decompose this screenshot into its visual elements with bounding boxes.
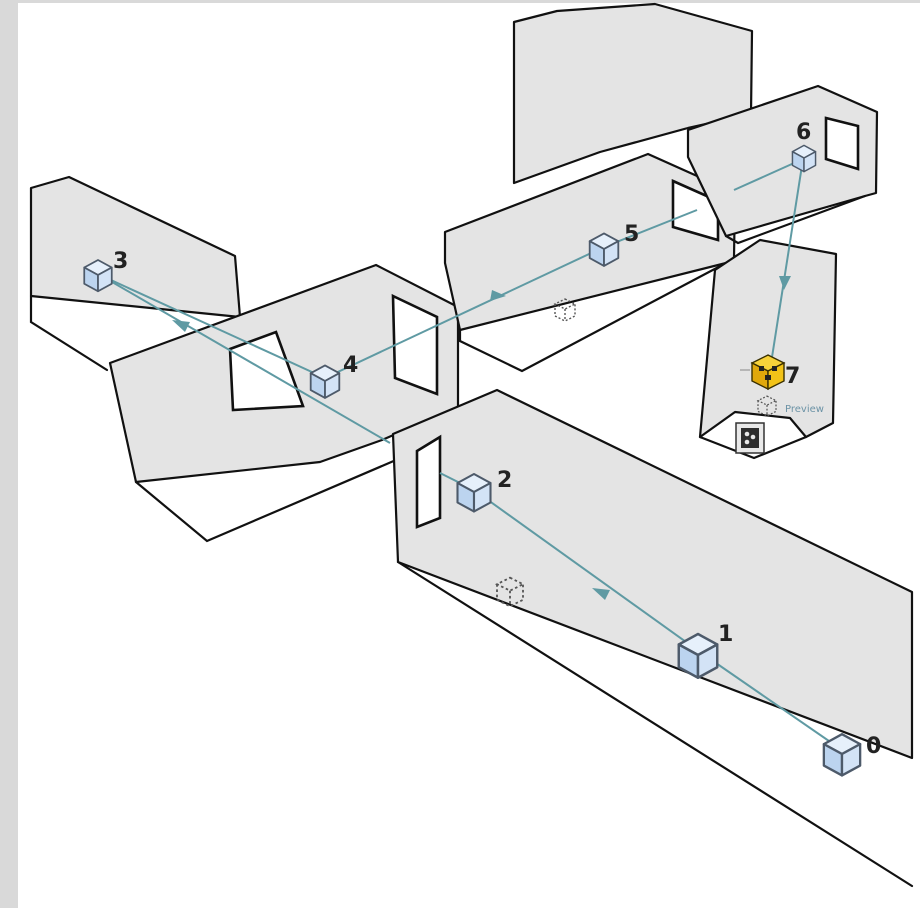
waypoint-label-6: 6 — [796, 120, 811, 145]
room-d-doorway — [824, 116, 860, 171]
room-a-floor-edge — [29, 294, 109, 372]
room-a — [29, 175, 242, 372]
room-c-floor-edge — [458, 261, 728, 373]
viewport-frame-top — [0, 0, 920, 3]
room-c — [443, 152, 737, 373]
path-4-5 — [324, 246, 605, 379]
direction-arrow-1-2 — [592, 588, 610, 600]
path-3-4 — [99, 274, 326, 379]
room-f-wall — [391, 388, 914, 760]
waypoint-label-2: 2 — [497, 468, 512, 493]
waypoint-cube-1 — [677, 632, 719, 679]
path-0-1 — [699, 651, 843, 751]
waypoint-label-5: 5 — [624, 222, 639, 247]
waypoint-cube-6 — [791, 144, 817, 173]
path-6-7 — [769, 158, 804, 371]
direction-arrow-6-7 — [779, 276, 791, 290]
waypoint-cube-3 — [83, 259, 113, 293]
waypoint-label-3: 3 — [113, 249, 128, 274]
room-e — [698, 238, 838, 460]
viewport-frame-left — [0, 0, 18, 908]
waypoint-label-4: 4 — [343, 353, 358, 378]
room-d — [686, 84, 879, 245]
waypoint-cube-7-active[interactable] — [740, 354, 786, 391]
room-b-doorway-right — [391, 293, 439, 396]
direction-arrow-2-3 — [172, 320, 190, 332]
room-f — [391, 388, 914, 888]
waypoint-label-1: 1 — [718, 622, 733, 647]
waypoint-cube-4 — [309, 364, 341, 399]
room-d-floor-edge — [724, 194, 867, 245]
room-b-floor-edge — [134, 458, 398, 543]
room-f-floor-edge — [396, 560, 914, 888]
path-5-door — [603, 209, 698, 248]
waypoint-cube-0 — [822, 733, 862, 777]
path-5-6 — [733, 158, 804, 191]
preview-label: Preview — [785, 404, 824, 415]
direction-arrow-4-5 — [490, 290, 506, 301]
room-a-back-wall — [29, 175, 242, 319]
waypoint-cube-5 — [588, 232, 620, 267]
waypoint-label-0: 0 — [866, 734, 881, 759]
path-2-3 — [99, 274, 391, 444]
waypoint-cube-2 — [456, 472, 492, 513]
room-f-doorway — [415, 434, 442, 529]
path-1-2 — [473, 489, 701, 653]
waypoint-label-7: 7 — [785, 364, 800, 389]
path-lines — [99, 158, 843, 751]
